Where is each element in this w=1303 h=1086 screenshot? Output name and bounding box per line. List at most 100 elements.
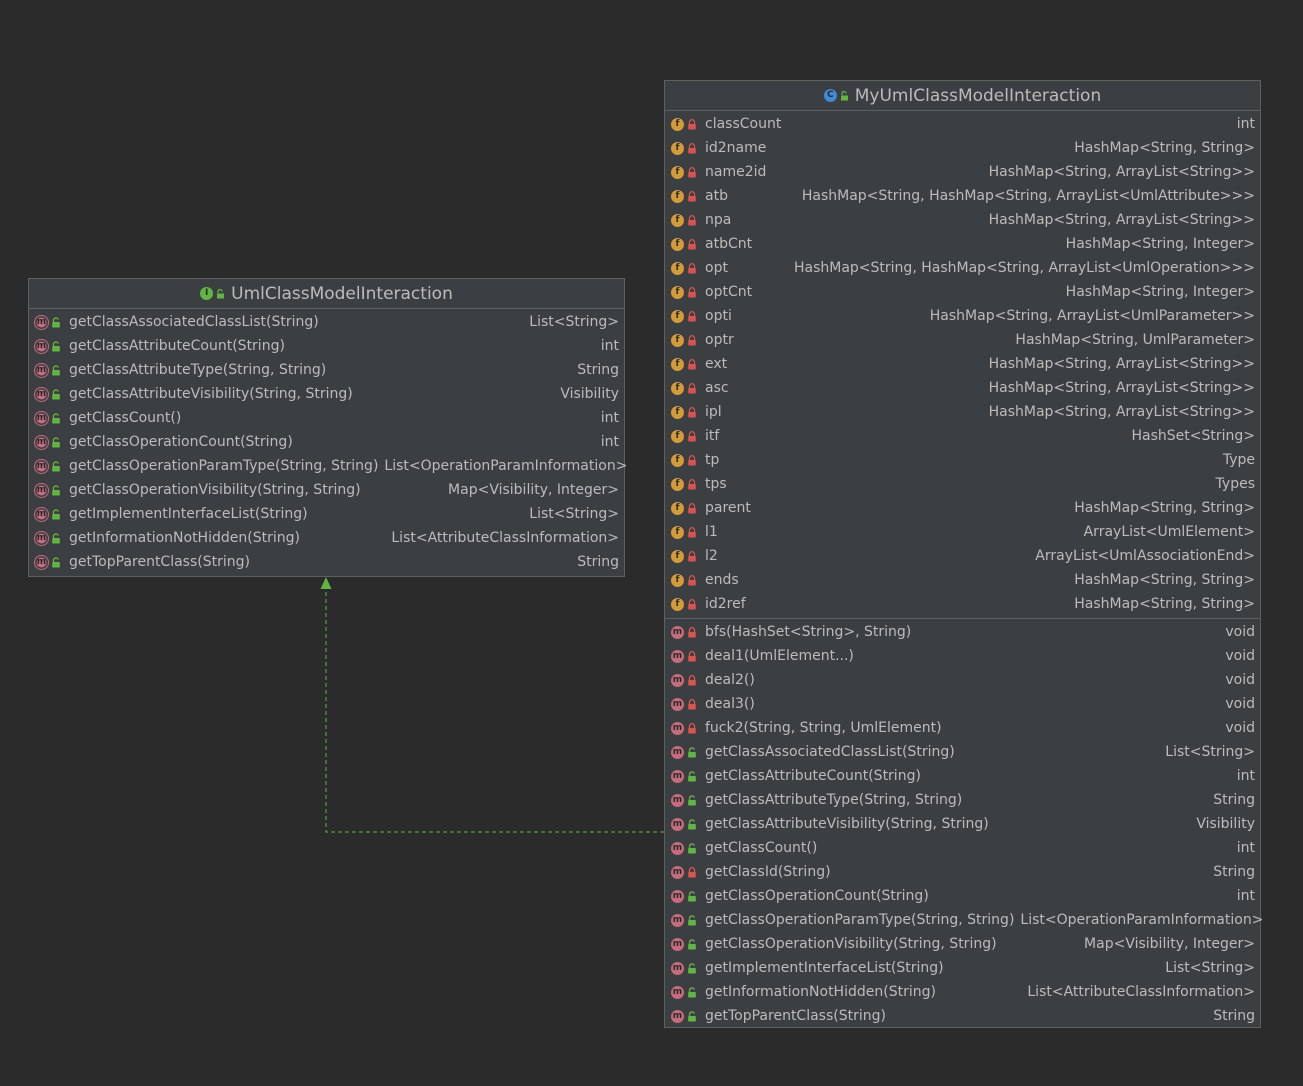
method-type: int <box>1236 840 1255 856</box>
field-icon: f <box>671 429 684 443</box>
unlock-icon <box>51 436 63 448</box>
method-type: List<OperationParamInformation> <box>1020 912 1264 928</box>
field-icon: f <box>671 213 684 227</box>
field-type: HashMap<String, HashMap<String, ArrayLis… <box>801 188 1255 204</box>
field-name: l2 <box>705 548 718 564</box>
method-icon: m <box>671 625 684 639</box>
field-type: HashMap<String, String> <box>1074 572 1255 588</box>
interface-header[interactable]: I UmlClassModelInteraction <box>29 279 624 309</box>
unlock-icon <box>687 842 699 854</box>
method-type: String <box>577 362 619 378</box>
method-name: getImplementInterfaceList(String) <box>705 960 944 976</box>
field-type: HashMap<String, ArrayList<String>> <box>988 404 1255 420</box>
field-icon: f <box>671 477 684 491</box>
field-type: Types <box>1215 476 1255 492</box>
field-icon: f <box>671 573 684 587</box>
field-name: atb <box>705 188 728 204</box>
lock-icon <box>687 310 699 322</box>
field-icon: f <box>671 597 684 611</box>
method-icon: m <box>35 315 48 329</box>
field-type: HashMap<String, UmlParameter> <box>1015 332 1255 348</box>
field-icon: f <box>671 381 684 395</box>
method-name: getClassCount() <box>69 410 182 426</box>
method-name: getTopParentClass(String) <box>705 1008 886 1024</box>
lock-icon <box>687 358 699 370</box>
field-type: HashMap<String, Integer> <box>1065 236 1255 252</box>
field-type: HashMap<String, ArrayList<String>> <box>988 356 1255 372</box>
lock-icon <box>687 650 699 662</box>
field-name: optCnt <box>705 284 753 300</box>
unlock-icon <box>687 962 699 974</box>
unlock-icon <box>216 284 225 303</box>
field-type: HashMap<String, String> <box>1074 140 1255 156</box>
field-icon: f <box>671 285 684 299</box>
field-name: ipl <box>705 404 722 420</box>
class-header[interactable]: C MyUmlClassModelInteraction <box>665 81 1260 111</box>
method-type: String <box>1213 864 1255 880</box>
field-icon: f <box>671 501 684 515</box>
method-name: deal2() <box>705 672 755 688</box>
method-type: String <box>1213 792 1255 808</box>
field-icon: f <box>671 309 684 323</box>
method-icon: m <box>35 555 48 569</box>
lock-icon <box>687 598 699 610</box>
method-icon: m <box>671 745 684 759</box>
method-icon: m <box>671 697 684 711</box>
field-name: name2id <box>705 164 767 180</box>
method-icon: m <box>35 339 48 353</box>
realization-line <box>325 588 664 833</box>
